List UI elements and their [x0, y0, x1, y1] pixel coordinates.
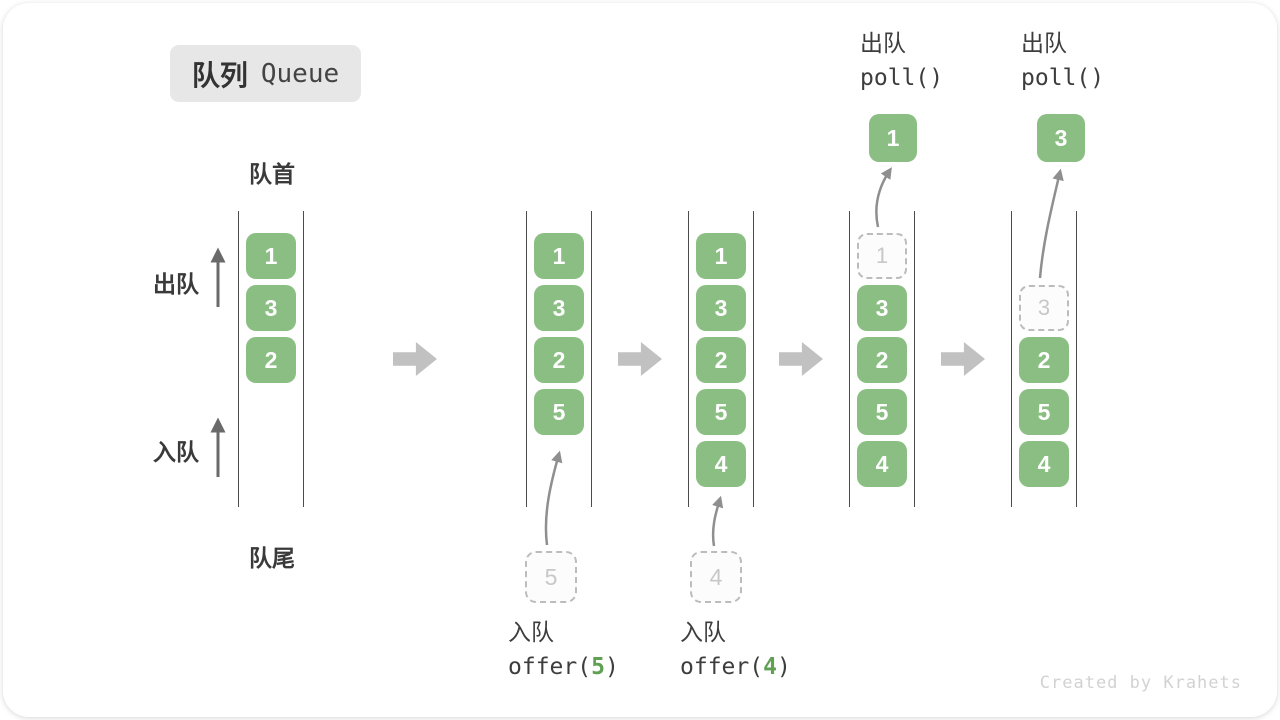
queue-cell: 2 — [534, 337, 584, 383]
offer-op-code: offer(5) — [508, 654, 619, 680]
title-badge: 队列 Queue — [170, 45, 361, 102]
queue-cell: 5 — [857, 389, 907, 435]
label-dequeue: 出队 — [153, 271, 199, 297]
offer-arg: 5 — [591, 654, 605, 680]
queue-state-4: 1 3 2 5 4 — [849, 211, 915, 507]
queue-cell-ghost: 1 — [857, 233, 907, 279]
poll-op-label: 出队 — [1021, 30, 1067, 56]
queue-state-1: 1 3 2 — [238, 211, 304, 507]
incoming-value-box: 5 — [525, 551, 577, 603]
queue-state-3: 1 3 2 5 4 — [688, 211, 754, 507]
queue-cell: 3 — [696, 285, 746, 331]
poll-op-code: poll() — [1021, 65, 1105, 91]
offer-op-code: offer(4) — [680, 654, 791, 680]
queue-state-5: 3 2 5 4 — [1011, 211, 1077, 507]
poll-op-caption-2: 出队 poll() — [1021, 26, 1104, 96]
queue-cell: 4 — [857, 441, 907, 487]
queue-state-2: 1 3 2 5 — [526, 211, 592, 507]
incoming-value-box: 4 — [690, 551, 742, 603]
queue-cell: 2 — [246, 337, 296, 383]
queue-cell: 1 — [246, 233, 296, 279]
queue-cell: 3 — [534, 285, 584, 331]
popped-value-box: 1 — [869, 114, 917, 162]
title-en: Queue — [260, 58, 340, 89]
label-queue-front: 队首 — [249, 161, 295, 187]
queue-cell: 3 — [246, 285, 296, 331]
watermark: Created by Krahets — [1039, 673, 1242, 693]
label-enqueue: 入队 — [153, 439, 199, 465]
queue-cell: 3 — [857, 285, 907, 331]
queue-cell: 2 — [1019, 337, 1069, 383]
queue-cell: 5 — [534, 389, 584, 435]
popped-value-box: 3 — [1037, 114, 1085, 162]
queue-cell: 4 — [696, 441, 746, 487]
offer-op-caption-1: 入队 offer(5) — [508, 615, 619, 685]
offer-arg: 4 — [763, 654, 777, 680]
queue-cell: 1 — [696, 233, 746, 279]
poll-op-label: 出队 — [860, 30, 906, 56]
queue-cell: 2 — [857, 337, 907, 383]
poll-op-code: poll() — [860, 65, 944, 91]
poll-op-caption-1: 出队 poll() — [860, 26, 943, 96]
queue-cell: 5 — [1019, 389, 1069, 435]
offer-op-label: 入队 — [508, 619, 554, 645]
queue-cell-ghost: 3 — [1019, 285, 1069, 331]
queue-cell: 4 — [1019, 441, 1069, 487]
offer-op-caption-2: 入队 offer(4) — [680, 615, 791, 685]
queue-cell: 2 — [696, 337, 746, 383]
title-zh: 队列 — [191, 59, 248, 91]
queue-cell: 5 — [696, 389, 746, 435]
queue-cell: 1 — [534, 233, 584, 279]
label-queue-rear: 队尾 — [249, 545, 295, 571]
offer-op-label: 入队 — [680, 619, 726, 645]
